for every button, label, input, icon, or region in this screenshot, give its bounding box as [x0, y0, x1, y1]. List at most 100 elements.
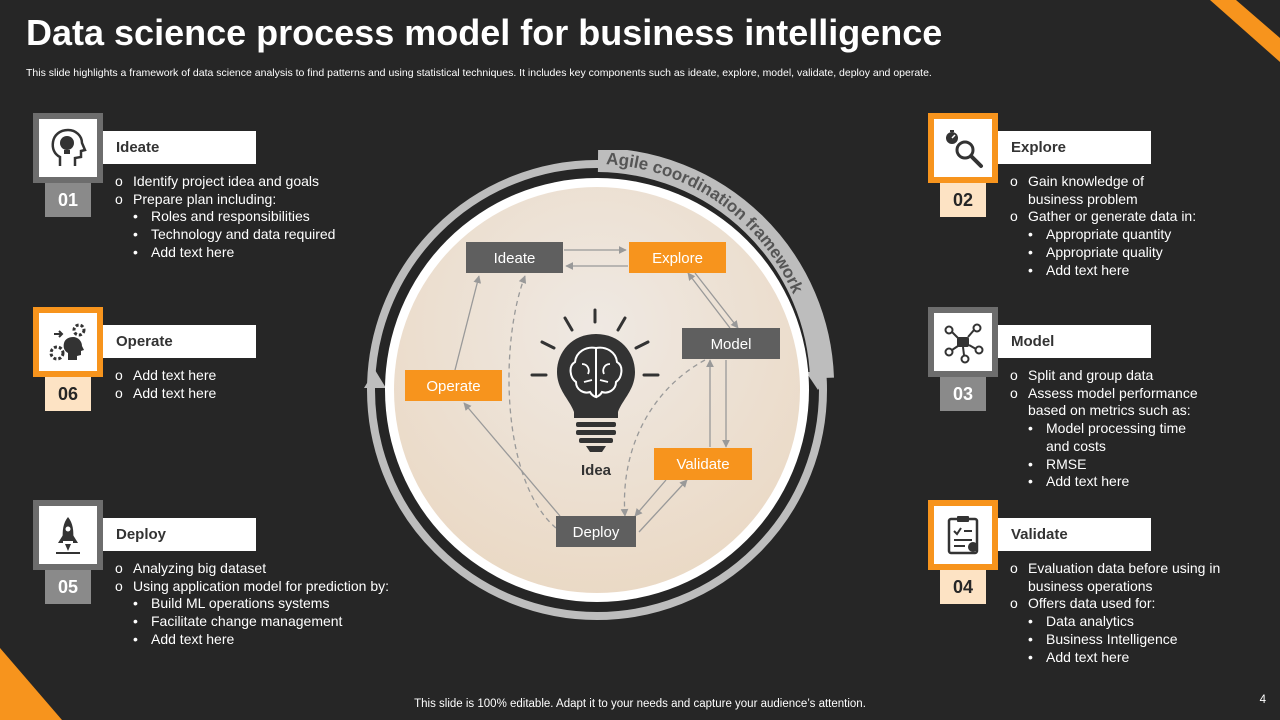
list-item-text: Add text here — [1046, 261, 1130, 278]
list-item-text: Appropriate quantity — [1046, 226, 1172, 243]
bullet-marker: • — [1028, 243, 1033, 260]
list-item: o Split and group data — [1010, 367, 1198, 385]
card-model-icon-box — [928, 307, 998, 377]
list-item: •Add text here — [115, 631, 389, 649]
card-validate-icon-box — [928, 500, 998, 570]
network-icon — [944, 323, 984, 364]
list-item: based on metrics such as: — [1010, 402, 1198, 420]
list-item-text: Gain knowledge of — [1028, 173, 1144, 189]
outer-ring — [367, 160, 827, 620]
list-item: • Add text here — [1010, 649, 1220, 667]
process-cycle-diagram: Agile coordination framework Ideate Expl… — [364, 150, 834, 620]
list-item-text: business operations — [1028, 577, 1153, 594]
list-item-text: and costs — [1046, 437, 1106, 454]
card-operate-number: 06 — [45, 377, 91, 411]
bullet-marker: o — [115, 384, 123, 401]
card-operate-label: Operate — [103, 325, 256, 358]
list-item: • Add text here — [1010, 262, 1196, 280]
magnifier-icon — [946, 130, 983, 168]
bullet-marker: • — [133, 243, 138, 260]
node-ideate-label: Ideate — [494, 250, 536, 267]
bullet-marker: • — [1028, 613, 1033, 630]
page-number: 4 — [1259, 694, 1266, 706]
node-validate-label: Validate — [676, 456, 729, 473]
ring-arrow-left — [364, 370, 386, 388]
list-item-text: Analyzing big dataset — [133, 560, 267, 576]
clipboard-icon — [947, 516, 979, 555]
list-item-text: Build ML operations systems — [151, 595, 330, 612]
bullet-marker: o — [115, 173, 123, 189]
list-item-text: Model processing time — [1046, 420, 1187, 437]
list-item-text: Add text here — [1046, 473, 1130, 490]
list-item-text: Identify project idea and goals — [133, 173, 320, 189]
node-model-label: Model — [711, 336, 752, 353]
list-item-text: RMSE — [1046, 455, 1087, 472]
card-validate-label: Validate — [998, 518, 1151, 551]
page-title: Data science process model for business … — [26, 12, 943, 53]
bullet-marker: o — [115, 190, 123, 207]
card-deploy-icon-box — [33, 500, 103, 570]
bullet-marker: • — [133, 226, 138, 243]
corner-decoration-bottom-left — [0, 648, 62, 720]
list-item-text: Add text here — [151, 243, 235, 260]
node-deploy-label: Deploy — [573, 524, 620, 541]
list-item: •Facilitate change management — [115, 613, 389, 631]
framework-ribbon — [597, 150, 834, 379]
head-bulb-icon — [51, 128, 87, 166]
node-operate: Operate — [405, 370, 502, 401]
bullet-marker — [1010, 402, 1028, 420]
list-item: business operations — [1010, 578, 1220, 596]
node-deploy: Deploy — [556, 516, 636, 547]
page-subtitle: This slide highlights a framework of dat… — [26, 67, 932, 79]
list-item-text: Using application model for prediction b… — [133, 577, 390, 594]
bullet-marker: o — [1010, 384, 1018, 401]
ribbon-arrow-right — [806, 372, 830, 390]
bullet-marker: o — [1010, 367, 1018, 383]
bullet-marker: • — [133, 208, 138, 225]
card-model-number: 03 — [940, 377, 986, 411]
list-item-text: Add text here — [133, 367, 217, 383]
list-item: o Using application model for prediction … — [115, 578, 389, 596]
list-item-text: Add text here — [1046, 648, 1130, 665]
list-item-text: Data analytics — [1046, 613, 1134, 630]
list-item: • Data analytics — [1010, 613, 1220, 631]
list-item: and costs — [1010, 438, 1198, 456]
bullet-marker — [1028, 438, 1046, 456]
card-validate-number: 04 — [940, 570, 986, 604]
bullet-marker: • — [1028, 648, 1033, 665]
brain-bulb-icon — [530, 308, 660, 452]
list-item-text: Business Intelligence — [1046, 630, 1178, 647]
list-item-text: Technology and data required — [151, 226, 336, 243]
list-item: • Build ML operations systems — [115, 595, 389, 613]
bullet-marker: • — [1028, 261, 1033, 278]
list-item-text: business problem — [1028, 190, 1138, 207]
bullet-marker — [1010, 191, 1028, 209]
gears-head-icon — [49, 323, 86, 361]
list-item: •Model processing time — [1010, 420, 1198, 438]
list-item-text: Facilitate change management — [151, 613, 343, 630]
bullet-marker: o — [115, 577, 123, 594]
card-ideate-label: Ideate — [103, 131, 256, 164]
list-item-text: Split and group data — [1028, 367, 1154, 383]
bullet-marker: • — [1028, 630, 1033, 647]
card-deploy-number: 05 — [45, 570, 91, 604]
card-explore-number: 02 — [940, 183, 986, 217]
list-item-text: based on metrics such as: — [1028, 402, 1191, 419]
list-item: • Add text here — [115, 244, 335, 262]
list-item-text: Roles and responsibilities — [151, 208, 310, 225]
list-item: • Business Intelligence — [1010, 631, 1220, 649]
list-item-text: Offers data used for: — [1028, 595, 1156, 612]
bullet-marker: • — [133, 595, 138, 612]
